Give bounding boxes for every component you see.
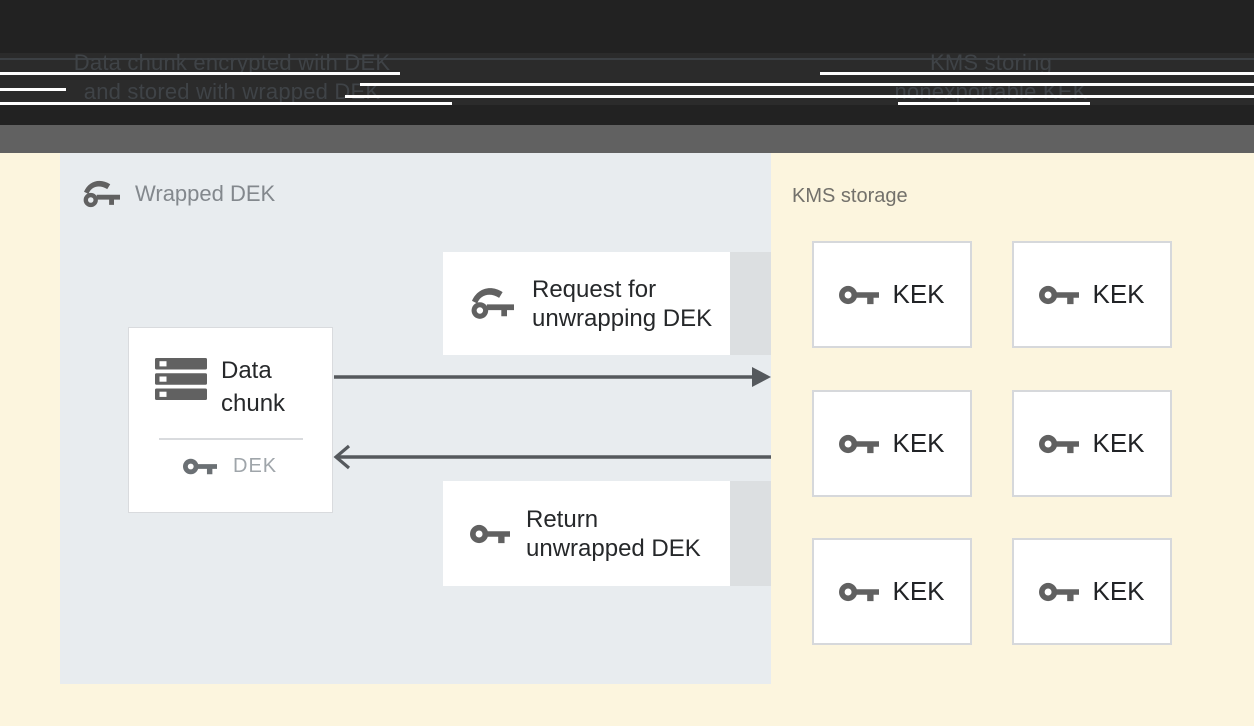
kek-label: KEK	[892, 428, 945, 458]
return-card: Return unwrapped DEK	[443, 481, 730, 586]
key-icon	[839, 582, 880, 601]
return-arrow	[333, 444, 771, 470]
key-icon	[1039, 582, 1080, 601]
key-icon	[470, 524, 510, 543]
request-line: Request for	[532, 275, 657, 303]
key-icon	[183, 458, 217, 475]
return-card-text: Return unwrapped DEK	[526, 505, 701, 563]
kek-label: KEK	[892, 576, 945, 606]
kek-card: KEK	[812, 241, 972, 348]
scanline-artifact	[360, 83, 1254, 86]
request-card-text: Request for unwrapping DEK	[532, 275, 712, 333]
dek-label: DEK	[233, 455, 278, 477]
request-arrow	[334, 367, 771, 387]
request-card-tail	[730, 252, 771, 355]
dek-row: DEK	[183, 455, 277, 478]
scanline-artifact	[0, 72, 400, 75]
kek-card: KEK	[1012, 241, 1172, 348]
kek-label: KEK	[892, 279, 945, 309]
kek-card: KEK	[812, 538, 972, 645]
caption-line: Data chunk encrypted with DEK	[73, 50, 391, 75]
data-chunk-row: Data chunk	[155, 357, 326, 420]
kek-label: KEK	[1092, 576, 1145, 606]
kms-arrows	[333, 367, 771, 470]
kms-storage-label: KMS storage	[792, 185, 908, 207]
return-line: unwrapped DEK	[526, 534, 701, 562]
return-line: Return	[526, 505, 599, 533]
wrapped-key-icon	[83, 180, 120, 208]
data-stack-icon	[155, 358, 207, 400]
request-line: unwrapping DEK	[532, 304, 713, 332]
scanline-artifact	[820, 72, 1254, 75]
kek-label: KEK	[1092, 428, 1145, 458]
key-icon	[839, 285, 880, 304]
return-card-row: Return unwrapped DEK	[470, 481, 701, 586]
caption-line: and stored with wrapped DEK	[83, 79, 381, 104]
return-card-tail	[730, 481, 771, 586]
caption-wrapped-dek: Data chunk encrypted with DEK and stored…	[52, 48, 412, 106]
scanline-artifact	[345, 95, 1254, 98]
kek-label: KEK	[1092, 279, 1145, 309]
scanline-artifact	[0, 88, 66, 91]
key-icon	[1039, 434, 1080, 453]
kek-card: KEK	[812, 390, 972, 497]
scanline-artifact	[898, 102, 1090, 105]
request-card-row: Request for unwrapping DEK	[470, 252, 712, 355]
key-icon	[839, 434, 880, 453]
card-divider	[159, 438, 303, 440]
request-card: Request for unwrapping DEK	[443, 252, 730, 355]
header-subband	[0, 125, 1254, 153]
divider	[0, 58, 1254, 60]
wrapped-key-icon	[471, 288, 514, 319]
data-chunk-card: Data chunk DEK	[128, 327, 333, 513]
scanline-artifact	[0, 102, 452, 105]
kek-card: KEK	[1012, 538, 1172, 645]
key-icon	[1039, 285, 1080, 304]
wrapped-dek-panel-label: Wrapped DEK	[135, 181, 276, 206]
kek-card: KEK	[1012, 390, 1172, 497]
data-chunk-title: Data chunk	[221, 357, 286, 417]
caption-line: KMS storing	[929, 50, 1053, 75]
wrapped-dek-panel-header: Wrapped DEK	[82, 179, 275, 209]
